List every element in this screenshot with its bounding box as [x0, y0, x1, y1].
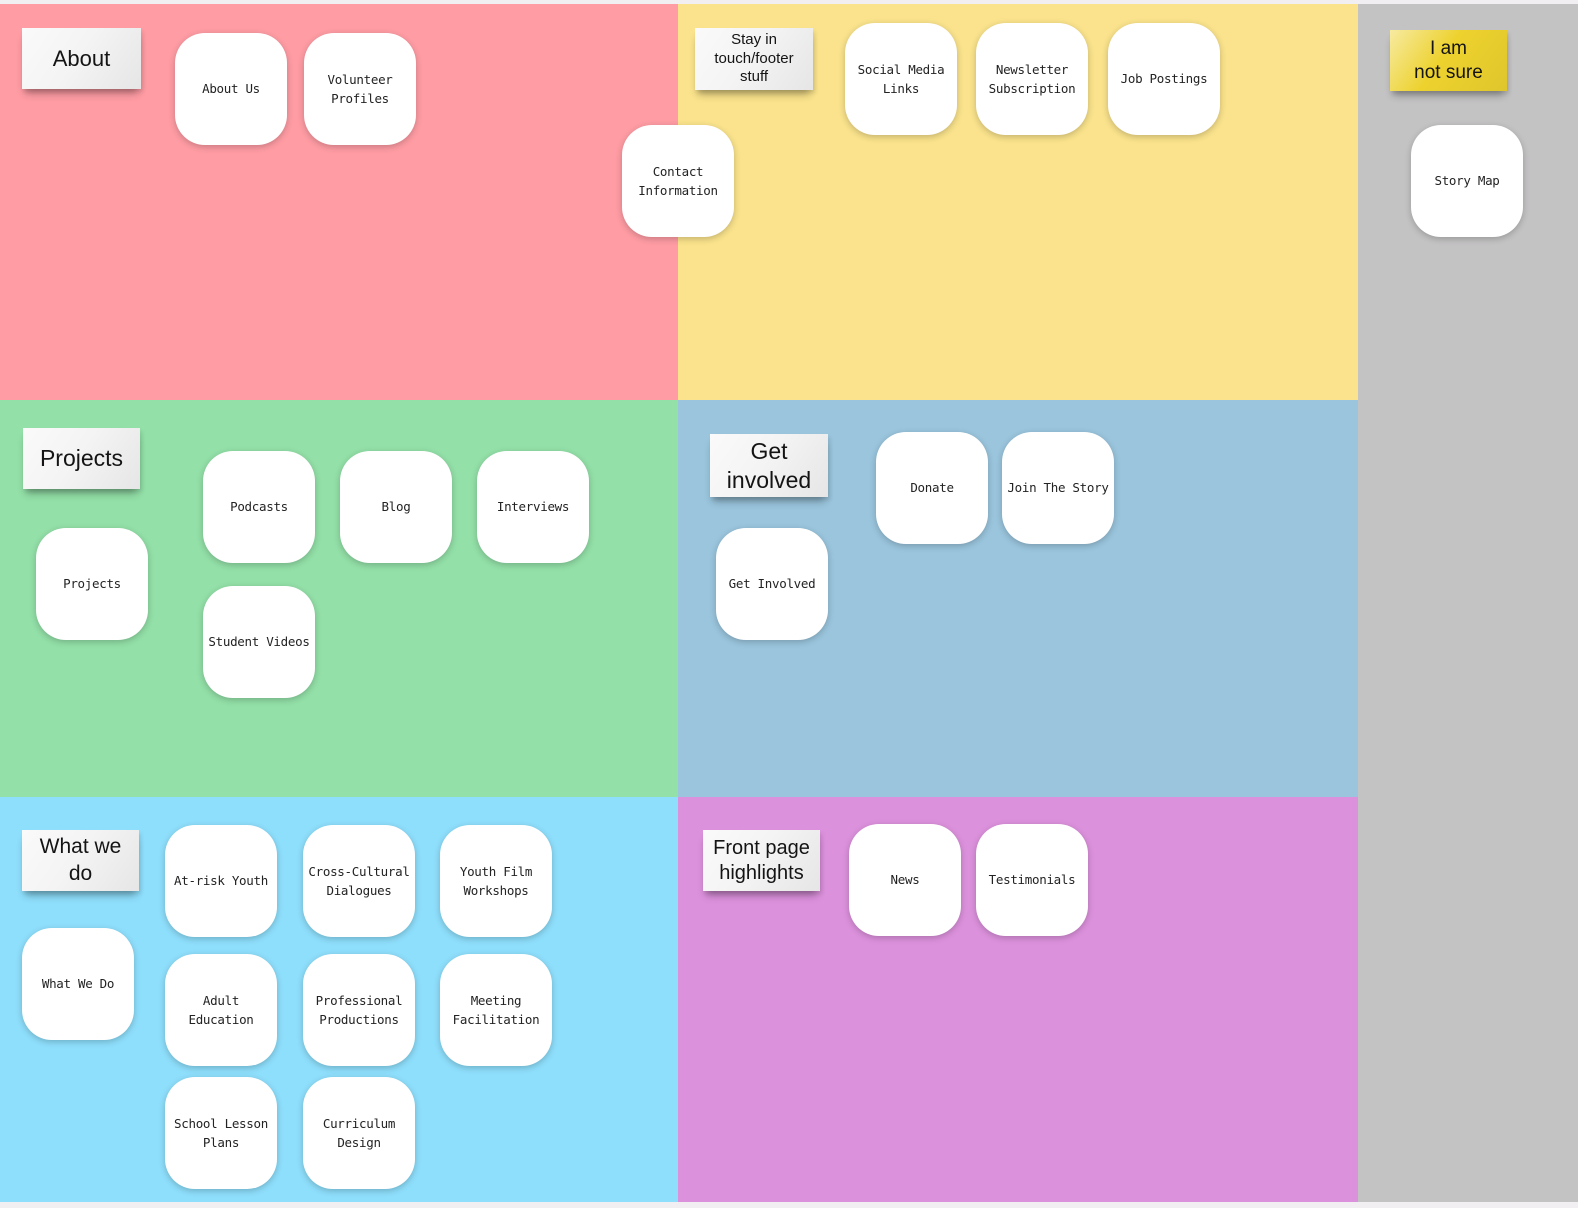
zone-label-front-page-highlights: Front page highlights	[713, 836, 810, 884]
card-at-risk-youth[interactable]: At-risk Youth	[165, 825, 277, 937]
card-label: Donate	[910, 480, 954, 496]
card-label: Projects	[63, 576, 121, 592]
card-label: About Us	[202, 81, 260, 97]
card-label: Curriculum Design	[322, 1115, 396, 1150]
card-label: Get Involved	[728, 576, 816, 592]
zone-label-about: About	[52, 45, 111, 71]
card-label: Social Media Links	[857, 61, 945, 96]
zone-label-sticky-front-page-highlights[interactable]: Front page highlights	[703, 830, 820, 891]
card-label: School Lesson Plans	[174, 1115, 268, 1150]
card-label: Join The Story	[1007, 480, 1109, 496]
card-podcasts[interactable]: Podcasts	[203, 451, 315, 563]
card-social-media-links[interactable]: Social Media Links	[845, 23, 957, 135]
zone-label-sticky-stay-in-touch[interactable]: Stay in touch/footer stuff	[695, 28, 813, 90]
card-about-us[interactable]: About Us	[175, 33, 287, 145]
card-donate[interactable]: Donate	[876, 432, 988, 544]
card-label: What We Do	[41, 976, 115, 992]
card-youth-film-workshops[interactable]: Youth Film Workshops	[440, 825, 552, 937]
card-label: Professional Productions	[315, 992, 403, 1027]
zone-label-what-we-do: What we do	[39, 835, 122, 885]
zone-label-sticky-what-we-do[interactable]: What we do	[22, 830, 139, 891]
card-what-we-do[interactable]: What We Do	[22, 928, 134, 1040]
card-join-the-story[interactable]: Join The Story	[1002, 432, 1114, 544]
card-label: Volunteer Profiles	[327, 71, 393, 106]
card-label: Story Map	[1434, 173, 1500, 189]
zone-label-sticky-projects[interactable]: Projects	[23, 428, 140, 489]
card-get-involved[interactable]: Get Involved	[716, 528, 828, 640]
card-label: Meeting Facilitation	[452, 992, 540, 1027]
card-story-map[interactable]: Story Map	[1411, 125, 1523, 237]
zone-label-sticky-about[interactable]: About	[22, 28, 141, 89]
card-cross-cultural-dialogues[interactable]: Cross-Cultural Dialogues	[303, 825, 415, 937]
card-blog[interactable]: Blog	[340, 451, 452, 563]
card-meeting-facilitation[interactable]: Meeting Facilitation	[440, 954, 552, 1066]
card-contact-information[interactable]: Contact Information	[622, 125, 734, 237]
card-job-postings[interactable]: Job Postings	[1108, 23, 1220, 135]
card-school-lesson-plans[interactable]: School Lesson Plans	[165, 1077, 277, 1189]
card-label: Interviews	[496, 499, 570, 515]
card-label: Youth Film Workshops	[459, 863, 533, 898]
card-volunteer-profiles[interactable]: Volunteer Profiles	[304, 33, 416, 145]
card-label: Testimonials	[988, 872, 1076, 888]
card-label: Newsletter Subscription	[988, 61, 1076, 96]
zone-label-projects: Projects	[39, 445, 124, 472]
zone-label-get-involved: Get involved	[726, 437, 812, 493]
card-label: Adult Education	[188, 992, 254, 1027]
card-student-videos[interactable]: Student Videos	[203, 586, 315, 698]
card-label: Contact Information	[638, 163, 718, 198]
zone-label-sticky-not-sure[interactable]: I am not sure	[1390, 30, 1507, 91]
card-testimonials[interactable]: Testimonials	[976, 824, 1088, 936]
card-newsletter-subscription[interactable]: Newsletter Subscription	[976, 23, 1088, 135]
card-label: At-risk Youth	[174, 873, 268, 889]
zone-label-not-sure: I am not sure	[1414, 37, 1483, 83]
card-news[interactable]: News	[849, 824, 961, 936]
card-label: Cross-Cultural Dialogues	[308, 863, 410, 898]
card-adult-education[interactable]: Adult Education	[165, 954, 277, 1066]
card-interviews[interactable]: Interviews	[477, 451, 589, 563]
card-label: Student Videos	[208, 634, 310, 650]
card-label: News	[890, 872, 920, 888]
card-projects[interactable]: Projects	[36, 528, 148, 640]
zone-label-stay-in-touch: Stay in touch/footer stuff	[714, 30, 794, 86]
card-label: Blog	[381, 499, 411, 515]
card-curriculum-design[interactable]: Curriculum Design	[303, 1077, 415, 1189]
card-label: Job Postings	[1120, 71, 1208, 87]
zone-label-sticky-get-involved[interactable]: Get involved	[710, 434, 828, 497]
card-label: Podcasts	[230, 499, 288, 515]
card-professional-productions[interactable]: Professional Productions	[303, 954, 415, 1066]
